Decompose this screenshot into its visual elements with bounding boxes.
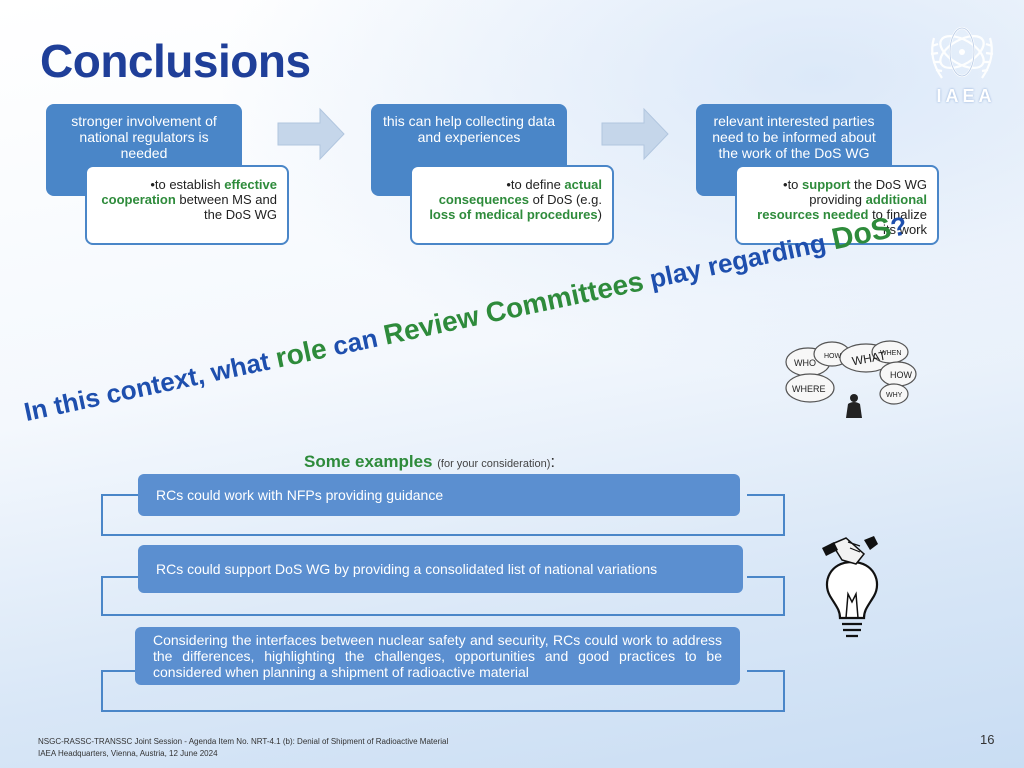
highlight-text: additional resources needed	[757, 192, 927, 222]
svg-text:WHEN: WHEN	[880, 350, 901, 357]
example-1-frame	[101, 494, 785, 536]
examples-heading: Some examples (for your consideration):	[304, 452, 556, 471]
detail-text: of DoS (e.g.	[529, 192, 602, 207]
highlight-text: actual consequences	[438, 177, 602, 207]
example-3: Considering the interfaces between nucle…	[135, 627, 740, 685]
detail-text: •to establish	[150, 177, 225, 192]
example-1: RCs could work with NFPs providing guida…	[138, 474, 740, 516]
step-2-detail: •to define actual consequences of DoS (e…	[410, 165, 614, 245]
svg-text:WHERE: WHERE	[792, 384, 826, 394]
highlight-text: effective cooperation	[101, 177, 277, 207]
question-cloud-thinker-icon: WHO HOW WHAT WHEN HOW WHERE WHY	[785, 340, 917, 418]
arrow-right-icon	[277, 107, 345, 161]
footer-line-2: IAEA Headquarters, Vienna, Austria, 12 J…	[38, 749, 218, 758]
svg-text:HOW: HOW	[824, 353, 842, 360]
page-number: 16	[980, 732, 995, 747]
detail-text: •to	[783, 177, 803, 192]
footer-line-1: NSGC-RASSC-TRANSSC Joint Session - Agend…	[38, 737, 449, 746]
detail-text: )	[597, 207, 602, 222]
svg-text:WHY: WHY	[886, 392, 903, 399]
example-3-frame	[101, 670, 785, 712]
highlight-text: support	[802, 177, 851, 192]
step-1-detail: •to establish effective cooperation betw…	[85, 165, 289, 245]
lightbulb-icon	[822, 536, 879, 638]
detail-text: to finalize its work	[868, 207, 927, 237]
example-2: RCs could support DoS WG by providing a …	[138, 545, 743, 593]
highlight-text: loss of medical procedures	[429, 207, 598, 222]
step-3-detail: •to support the DoS WG providing additio…	[735, 165, 939, 245]
arrow-right-icon	[601, 107, 669, 161]
slide-title: Conclusions	[40, 35, 311, 87]
svg-text:WHAT: WHAT	[851, 348, 888, 368]
svg-text:HOW: HOW	[890, 370, 913, 380]
svg-text:WHO: WHO	[794, 358, 816, 368]
detail-text: •to define	[506, 177, 565, 192]
iaea-emblem-icon	[930, 26, 994, 79]
detail-text: between MS and the DoS WG	[175, 192, 277, 222]
detail-text: the DoS WG providing	[809, 177, 927, 207]
example-2-frame	[101, 576, 785, 616]
iaea-logo-text: IAEA	[936, 86, 996, 106]
footer: NSGC-RASSC-TRANSSC Joint Session - Agend…	[38, 736, 448, 760]
